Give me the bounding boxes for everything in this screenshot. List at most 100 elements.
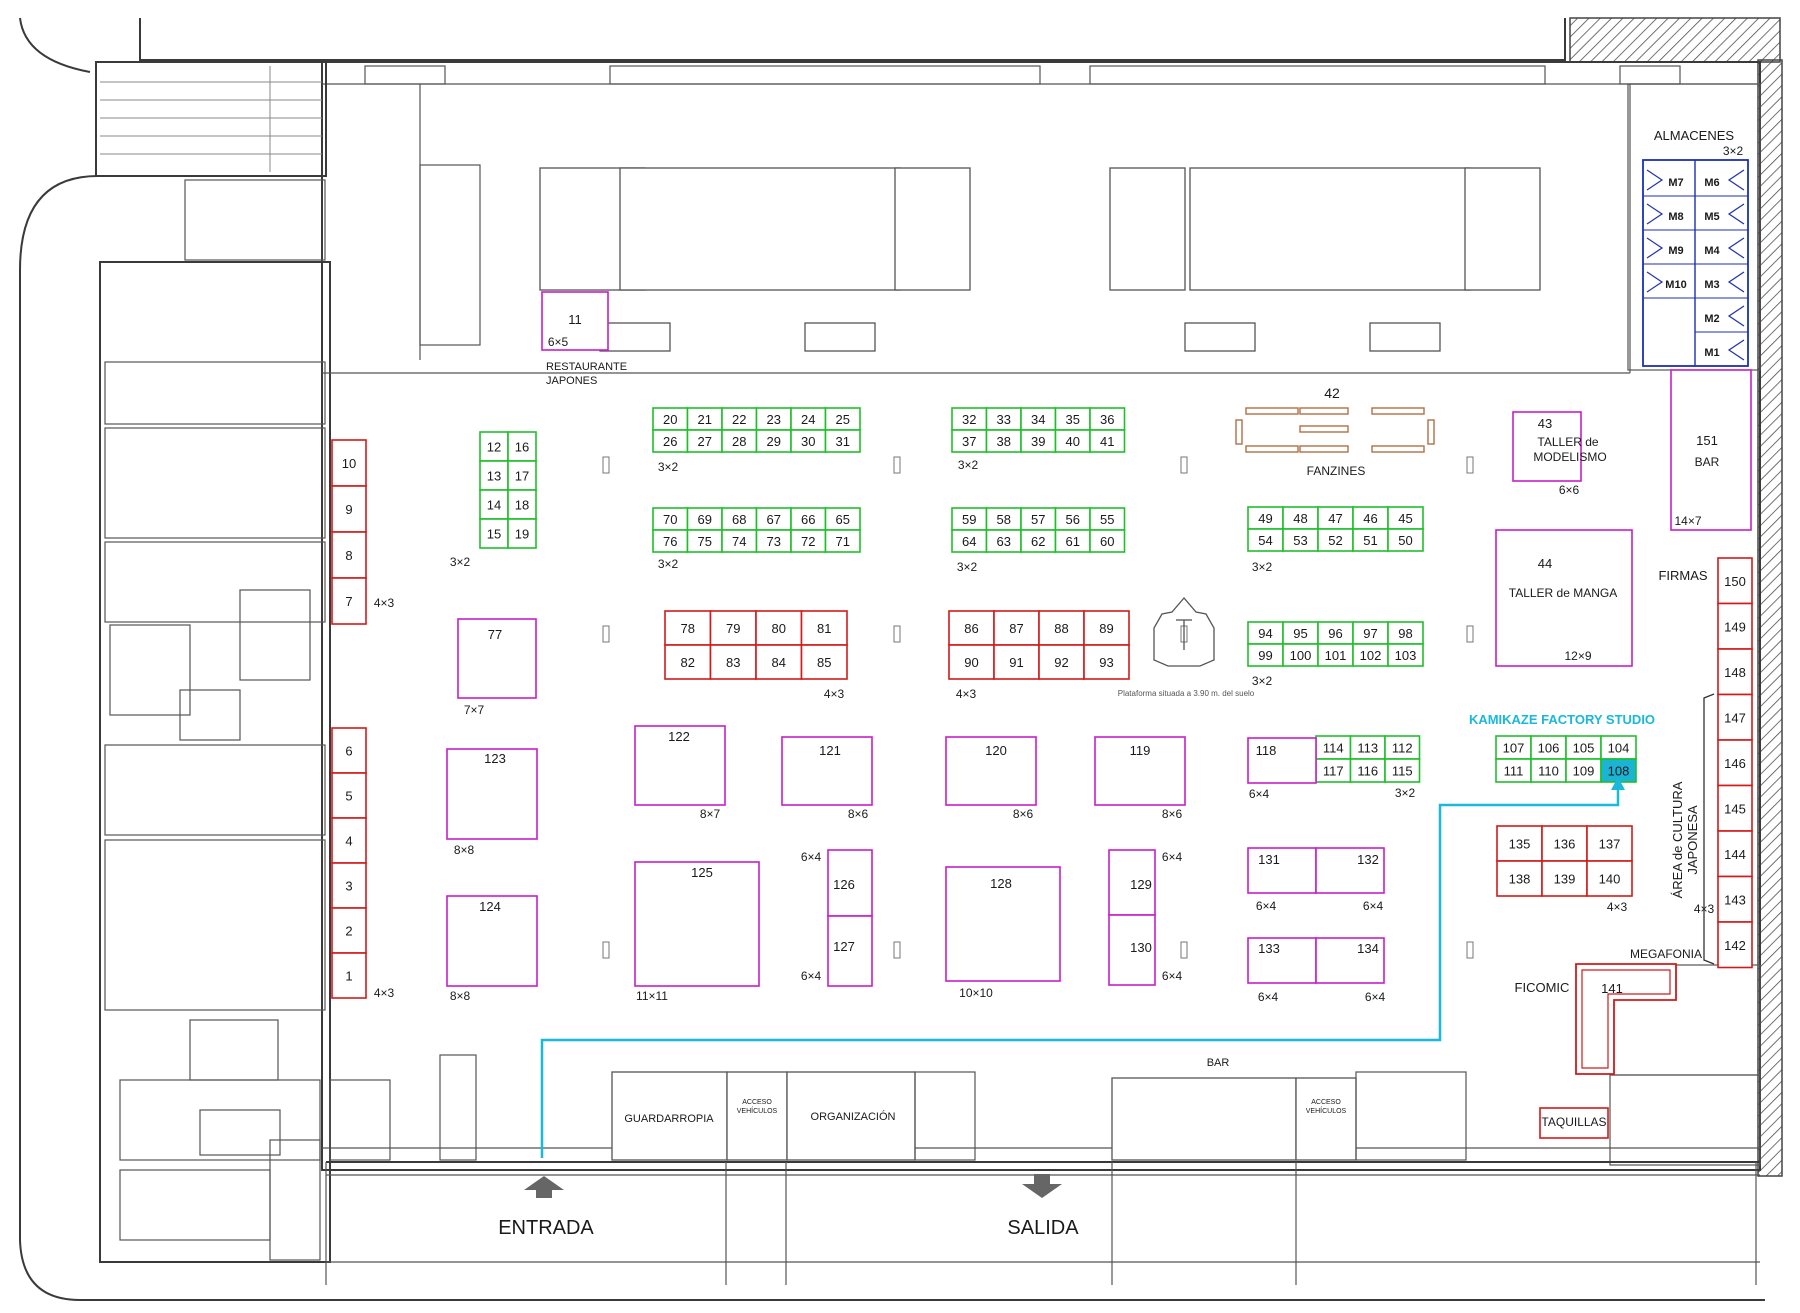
- almacen-door-icon: [1727, 339, 1745, 361]
- almacen-label: M3: [1704, 279, 1719, 291]
- booth-number: 97: [1363, 626, 1377, 641]
- booth-number: 69: [698, 512, 712, 527]
- booth-number: 64: [962, 534, 976, 549]
- booth-number: 61: [1066, 534, 1080, 549]
- size-label: 6×4: [801, 969, 822, 983]
- booth-cell: [1083, 644, 1130, 680]
- restaurante-label-1: RESTAURANTE: [546, 361, 627, 373]
- booth-number: 131: [1258, 852, 1280, 867]
- booth-number: 14: [487, 498, 501, 513]
- booth-number: 62: [1031, 534, 1045, 549]
- booth-number: 139: [1554, 872, 1576, 887]
- toilets-right-a: [1109, 167, 1186, 291]
- booth-number: 90: [964, 655, 978, 670]
- booth-cell: [331, 485, 367, 533]
- booth-number: 151: [1696, 433, 1718, 448]
- booth-cell: [1586, 860, 1633, 897]
- booth-cell: [1089, 529, 1126, 553]
- booth-number: 65: [836, 512, 850, 527]
- booth-cell: [1384, 758, 1421, 783]
- size-label: 8×7: [700, 807, 721, 821]
- booth-121: [781, 736, 873, 806]
- almacen-label: M4: [1704, 245, 1720, 257]
- size-label: 4×3: [374, 596, 395, 610]
- entrada-label: ENTRADA: [498, 1217, 594, 1239]
- booth-number: 137: [1599, 837, 1621, 852]
- booth-125: [634, 861, 760, 987]
- booth-cell: [331, 907, 367, 954]
- booth-43: [1512, 411, 1582, 482]
- stairs-2: [804, 322, 876, 352]
- almacen-door-icon: [1646, 237, 1664, 259]
- almacen-door-icon: [1727, 203, 1745, 225]
- left-building: [99, 261, 331, 1263]
- booth-number: 122: [668, 729, 690, 744]
- booth-number: 81: [817, 621, 831, 636]
- booth-number: 48: [1293, 511, 1307, 526]
- booth-number: 18: [515, 498, 529, 513]
- size-label: 4×3: [824, 687, 845, 701]
- almacen-label: M6: [1704, 177, 1719, 189]
- plataforma-figure: [1153, 597, 1215, 667]
- booth-number: 52: [1328, 533, 1342, 548]
- almacenes-size: 3×2: [1723, 144, 1744, 158]
- booth-number: 86: [964, 621, 978, 636]
- booth-cell: [331, 531, 367, 579]
- size-label: 4×3: [1607, 900, 1628, 914]
- almacen-door-icon: [1727, 169, 1745, 191]
- organizacion-room: [786, 1071, 916, 1161]
- booth-number: 57: [1031, 512, 1045, 527]
- booth-number: 116: [1357, 764, 1378, 779]
- booth-number: 142: [1724, 938, 1746, 953]
- almacen-label: M7: [1668, 177, 1683, 189]
- booth-130: [1108, 914, 1156, 986]
- booth-number: 135: [1509, 837, 1531, 852]
- booth-number: 7: [345, 594, 352, 609]
- pillar: [893, 625, 901, 643]
- booth-number: 46: [1363, 511, 1377, 526]
- size-label: 8×8: [454, 843, 475, 857]
- top-boundary: [139, 18, 1566, 61]
- booth-number: 38: [997, 434, 1011, 449]
- booth-number: 23: [767, 412, 781, 427]
- fanzines-label: FANZINES: [1307, 464, 1366, 478]
- size-label: 6×4: [1162, 969, 1183, 983]
- pillar: [893, 941, 901, 959]
- hall-room-b: [1189, 167, 1471, 291]
- booth-number: 2: [345, 924, 352, 939]
- booth-77: [457, 618, 537, 699]
- booth-number: 115: [1392, 764, 1413, 779]
- booth-number: 19: [515, 527, 529, 542]
- booth-cell: [331, 577, 367, 625]
- booth-124: [446, 895, 538, 987]
- booth-151: [1670, 369, 1752, 531]
- booth-number: 55: [1100, 512, 1114, 527]
- almacen-door-icon: [1646, 203, 1664, 225]
- size-label: 6×6: [1559, 483, 1580, 497]
- booth-cell: [664, 610, 712, 646]
- booth-number: 44: [1538, 556, 1552, 571]
- guardarropia-label: GUARDARROPIA: [624, 1113, 714, 1125]
- booth-number: 91: [1009, 655, 1023, 670]
- booth-141: [1575, 963, 1677, 1075]
- booth-number: 148: [1724, 665, 1746, 680]
- street-curve-top: [19, 17, 91, 73]
- size-label: 6×4: [1162, 850, 1183, 864]
- booth-cell: [507, 489, 537, 520]
- guardarropia-room: [611, 1071, 728, 1161]
- pillar: [1466, 456, 1474, 474]
- acceso-label-2a: ACCESO: [1311, 1099, 1341, 1106]
- booth-number: 5: [345, 789, 352, 804]
- booth-text: TALLER de MANGA: [1509, 586, 1617, 600]
- booth-132: [1315, 847, 1385, 894]
- booth-number: 133: [1258, 941, 1280, 956]
- booth-number: 96: [1328, 626, 1342, 641]
- booth-cell: [1717, 602, 1753, 650]
- booth-number: 119: [1130, 743, 1151, 758]
- booth-number: 34: [1031, 412, 1045, 427]
- booth-number: 43: [1538, 416, 1552, 431]
- left-block-top: [95, 61, 327, 177]
- booth-number: 26: [663, 434, 677, 449]
- booth-number: 141: [1601, 981, 1623, 996]
